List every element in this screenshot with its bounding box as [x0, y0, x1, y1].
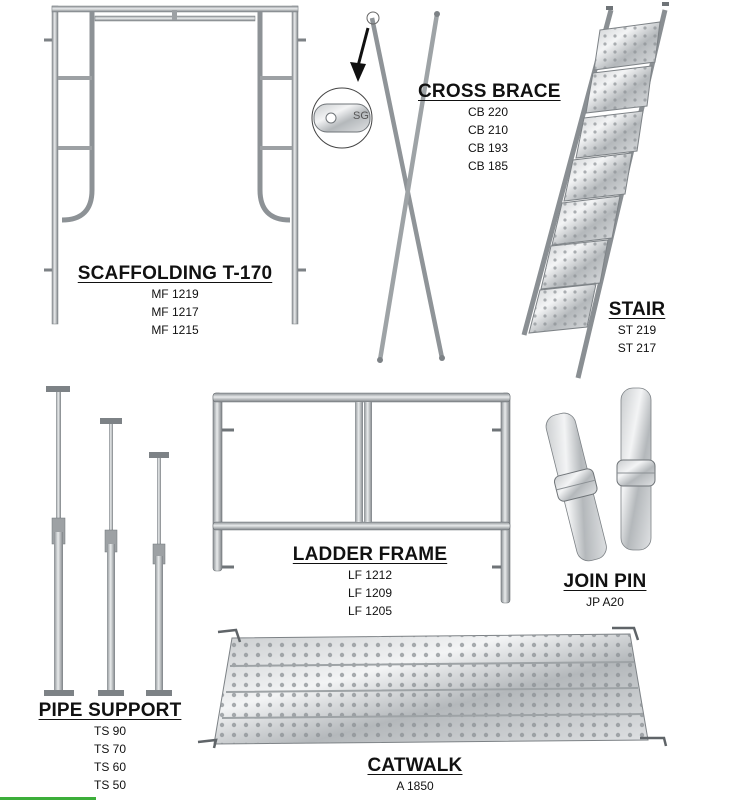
scaffolding-label: SCAFFOLDING T-170 MF 1219 MF 1217 MF 121… — [70, 263, 280, 339]
cross-brace-code: CB 220 — [467, 105, 509, 119]
accent-bar — [0, 797, 96, 800]
scaffolding-code: MF 1215 — [151, 323, 199, 337]
join-pin-label: JOIN PIN JP A20 — [560, 571, 650, 611]
pipe-support-code: TS 60 — [93, 760, 126, 774]
catwalk-image — [197, 626, 668, 749]
pipe-support-title: PIPE SUPPORT — [38, 700, 182, 721]
stair-title: STAIR — [608, 299, 666, 320]
ladder-frame-code: LF 1205 — [347, 604, 393, 618]
ladder-frame-title: LADDER FRAME — [292, 544, 448, 565]
cross-brace-code: CB 210 — [467, 123, 509, 137]
join-pin-code: JP A20 — [586, 595, 624, 609]
ladder-frame-image — [212, 392, 511, 604]
pipe-support-code: TS 90 — [93, 724, 126, 738]
join-pin-title: JOIN PIN — [563, 571, 647, 592]
catwalk-title: CATWALK — [367, 755, 463, 776]
cross-brace-image — [311, 11, 445, 363]
cross-brace-code: CB 193 — [467, 141, 509, 155]
pipe-support-image — [44, 386, 172, 696]
catwalk-label: CATWALK A 1850 — [360, 755, 470, 795]
cross-brace-title: CROSS BRACE — [418, 81, 561, 102]
catwalk-code: A 1850 — [396, 779, 434, 793]
stair-code: ST 217 — [617, 341, 657, 355]
scaffolding-frame-image — [44, 5, 306, 325]
ladder-frame-code: LF 1209 — [347, 586, 393, 600]
stair-label: STAIR ST 219 ST 217 — [602, 299, 672, 357]
ladder-frame-code: LF 1212 — [347, 568, 393, 582]
pipe-support-label: PIPE SUPPORT TS 90 TS 70 TS 60 TS 50 — [35, 700, 185, 794]
pipe-support-code: TS 70 — [93, 742, 126, 756]
cross-brace-label: CROSS BRACE CB 220 CB 210 CB 193 CB 185 — [418, 81, 561, 175]
stair-code: ST 219 — [617, 323, 657, 337]
ladder-frame-label: LADDER FRAME LF 1212 LF 1209 LF 1205 — [290, 544, 450, 620]
cross-brace-stamp-text: SG — [353, 110, 369, 122]
scaffolding-title: SCAFFOLDING T-170 — [77, 263, 273, 284]
pipe-support-code: TS 50 — [93, 778, 126, 792]
join-pin-image — [545, 387, 656, 562]
scaffolding-code: MF 1217 — [151, 305, 199, 319]
cross-brace-code: CB 185 — [467, 159, 509, 173]
stair-image — [521, 2, 669, 379]
scaffolding-code: MF 1219 — [151, 287, 199, 301]
